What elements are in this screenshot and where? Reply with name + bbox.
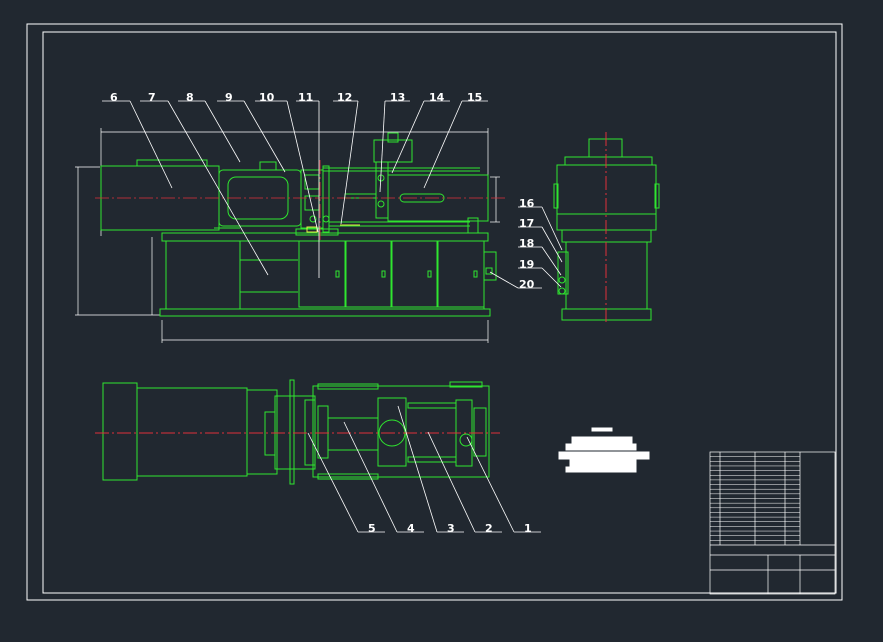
cabinet-door-2 [345, 240, 392, 308]
callout-6: 6 [110, 91, 118, 104]
cabinet-door-3 [391, 240, 438, 308]
callout-7: 7 [148, 91, 156, 104]
cabinet-door-1 [298, 240, 346, 308]
callouts-bottom: 5 4 3 2 1 [368, 522, 532, 535]
callout-13: 13 [390, 91, 405, 104]
callout-15: 15 [467, 91, 482, 104]
title-block [709, 451, 836, 595]
callout-8: 8 [186, 91, 194, 104]
callouts-front: 6 7 8 9 10 11 12 13 14 15 [110, 91, 482, 104]
callout-9: 9 [225, 91, 233, 104]
side-view [553, 132, 660, 325]
bom-rows [710, 456, 800, 541]
tie-bar [323, 167, 480, 227]
callout-11: 11 [298, 91, 313, 104]
callout-10: 10 [259, 91, 275, 104]
callout-3: 3 [447, 522, 455, 535]
clamping-unit [100, 159, 339, 236]
front-centerlines [95, 160, 505, 240]
inner-border [42, 31, 837, 594]
callout-12: 12 [337, 91, 352, 104]
callout-1: 1 [524, 522, 532, 535]
callout-20: 20 [519, 278, 535, 291]
callout-5: 5 [368, 522, 376, 535]
pulley-detail [558, 427, 650, 473]
callout-4: 4 [407, 522, 415, 535]
callout-2: 2 [485, 522, 493, 535]
sheet-frame [26, 23, 843, 601]
plan-view [95, 379, 500, 485]
machine-base [159, 232, 497, 317]
injection-unit [344, 132, 489, 234]
callouts-side: 16 17 18 19 20 [519, 197, 535, 291]
callout-14: 14 [429, 91, 445, 104]
front-view [75, 128, 505, 343]
callout-18: 18 [519, 237, 534, 250]
callout-16: 16 [519, 197, 535, 210]
leader-lines [102, 100, 563, 533]
outer-border [26, 23, 843, 601]
callout-19: 19 [519, 258, 534, 271]
callout-17: 17 [519, 217, 534, 230]
